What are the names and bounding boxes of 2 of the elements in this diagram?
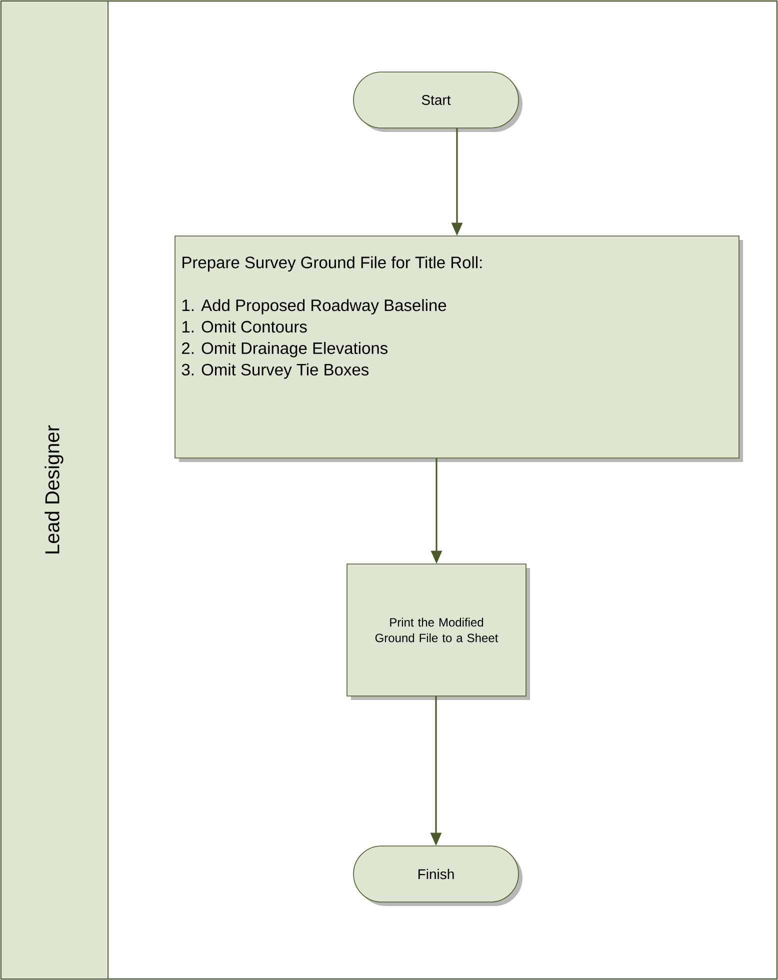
process-box: Prepare Survey Ground File for Title Roll: 1. Add Proposed Roadway Baseline 1. Omit Contours 2. Omit Drainage Elevations 3. Omit Survey Tie Boxes bbox=[174, 236, 743, 462]
process-box: Print the Modified Ground File to a Sheet bbox=[346, 564, 530, 700]
